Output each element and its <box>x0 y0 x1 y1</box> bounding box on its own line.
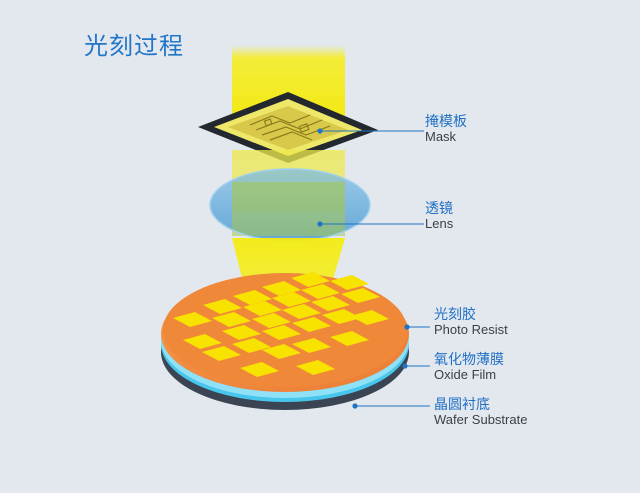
light-through-lens <box>232 182 345 236</box>
exposed-cell <box>341 288 380 303</box>
leader-lines <box>320 130 430 407</box>
exposed-cell <box>291 272 330 287</box>
oxide-label-en: Oxide Film <box>434 367 497 383</box>
lens-label: 透镜 Lens <box>425 201 453 232</box>
exposed-cell <box>296 360 335 375</box>
exposed-cell <box>243 301 282 316</box>
wafer-label-zh: 晶圆衬底 <box>434 397 490 413</box>
exposed-cell <box>301 284 340 299</box>
exposed-cell <box>330 331 369 346</box>
exposed-cell <box>202 346 241 361</box>
exposed-cell <box>292 317 331 332</box>
exposed-cell <box>252 313 291 328</box>
exposed-cell <box>330 275 369 290</box>
mask-label: 掩模板 Mask <box>425 114 467 145</box>
exposed-cell <box>212 312 251 327</box>
exposed-cell <box>282 304 321 319</box>
exposure-grid <box>173 272 389 377</box>
exposed-cell <box>183 334 222 349</box>
photoresist-label: 光刻胶 Photo Resist <box>434 307 508 338</box>
exposed-cell <box>262 344 301 359</box>
exposed-cell <box>222 325 261 340</box>
mask-label-zh: 掩模板 <box>425 114 467 130</box>
lens-label-zh: 透镜 <box>425 201 453 217</box>
oxide-label: 氧化物薄膜 Oxide Film <box>434 352 504 383</box>
exposed-cell <box>262 281 301 296</box>
exposed-cell <box>233 290 272 305</box>
lens <box>209 168 371 242</box>
mask <box>198 92 378 163</box>
photoresist-label-en: Photo Resist <box>434 322 508 338</box>
exposed-cell <box>203 299 242 314</box>
page-title: 光刻过程 <box>84 32 184 60</box>
exposed-cell <box>292 338 331 353</box>
lens-label-en: Lens <box>425 216 454 232</box>
photoresist-label-zh: 光刻胶 <box>434 307 476 323</box>
wafer-label-en: Wafer Substrate <box>434 412 528 428</box>
wafer-stack <box>161 272 410 410</box>
exposed-cell <box>262 325 301 340</box>
exposed-cell <box>311 296 350 311</box>
exposed-cell <box>173 312 212 327</box>
exposed-cell <box>322 309 361 324</box>
mask-circuit-pattern <box>249 114 331 141</box>
wafer-label: 晶圆衬底 Wafer Substrate <box>434 397 527 428</box>
exposed-cell <box>240 362 279 377</box>
exposed-cell <box>272 292 311 307</box>
oxide-label-zh: 氧化物薄膜 <box>434 352 504 368</box>
exposed-cell <box>350 310 389 325</box>
mask-label-en: Mask <box>425 129 457 145</box>
exposed-cell <box>232 338 271 353</box>
